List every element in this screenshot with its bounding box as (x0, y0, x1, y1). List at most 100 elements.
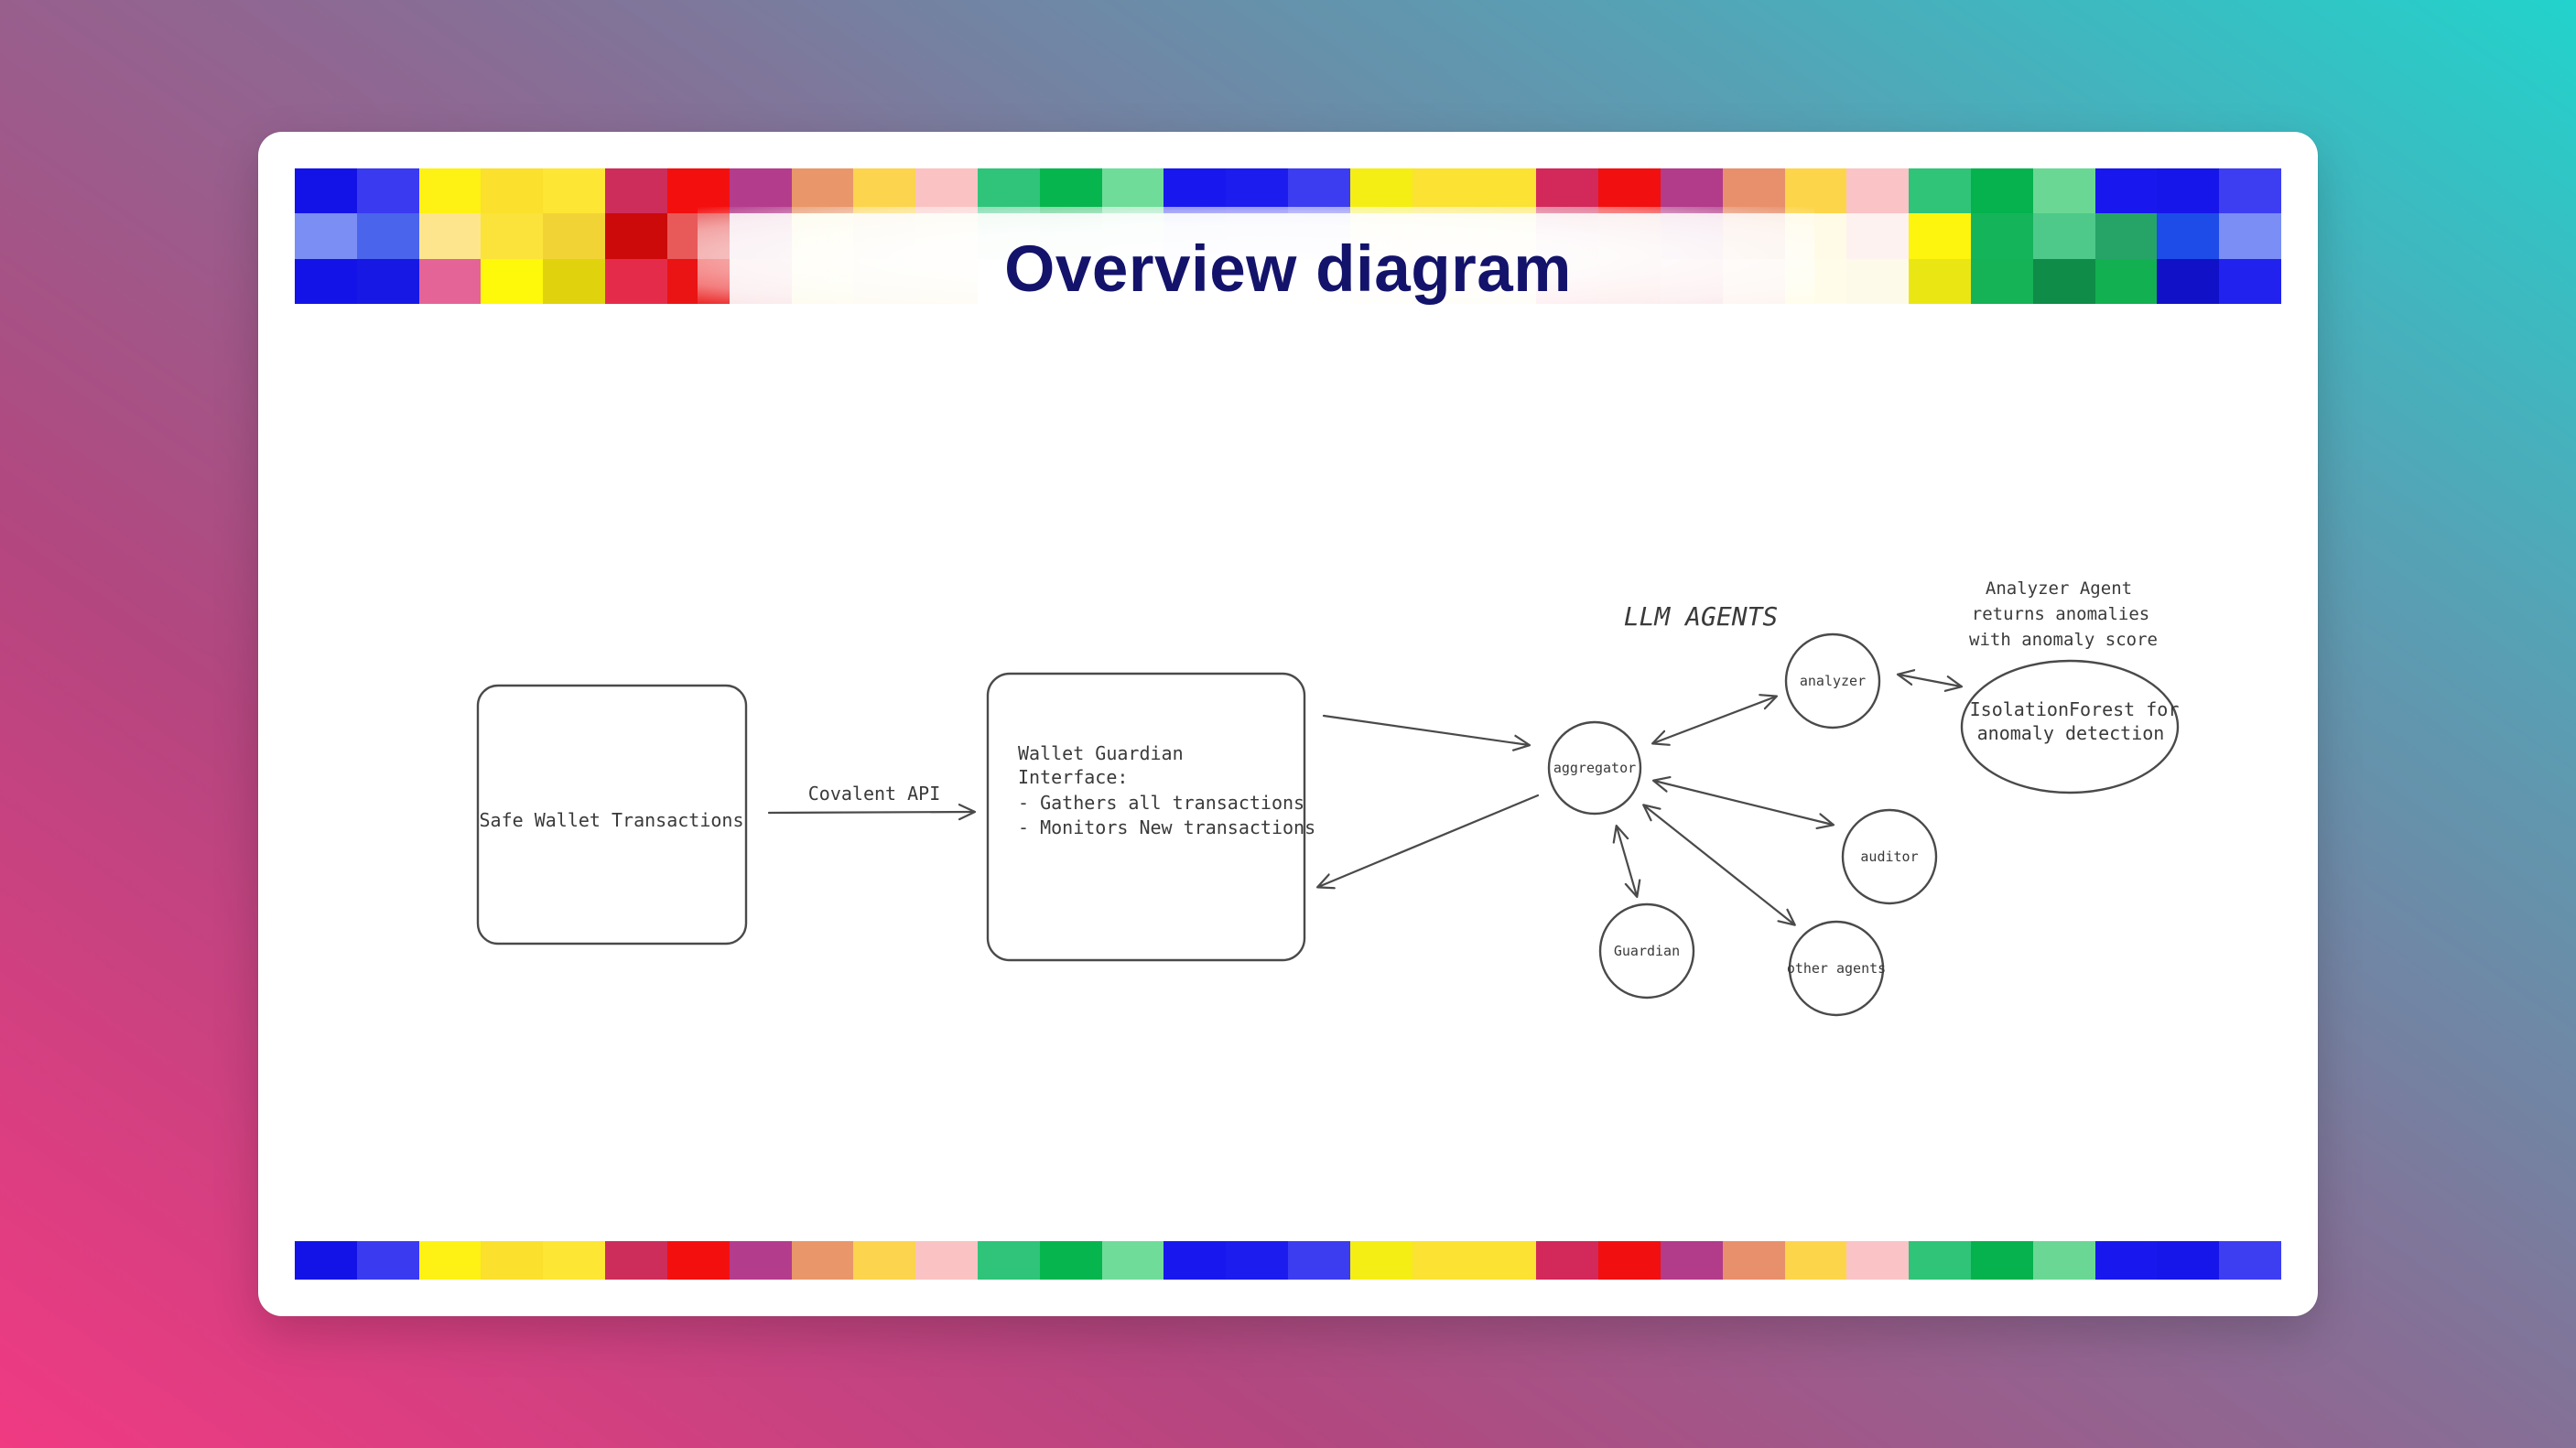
mosaic-tile (605, 213, 667, 259)
mosaic-tile (481, 168, 544, 214)
auditor-label: auditor (1860, 848, 1918, 865)
mosaic-tile (2219, 258, 2281, 304)
overview-diagram: Safe Wallet Transactions Covalent API Wa… (476, 578, 2180, 1017)
arrow-aggregator-analyzer (1653, 697, 1776, 743)
mosaic-tile (2157, 258, 2220, 304)
analyzer-note-line1: Analyzer Agent (1986, 578, 2132, 599)
mosaic-tile (2157, 168, 2220, 214)
mosaic-tile (543, 258, 606, 304)
mosaic-tile (1474, 168, 1537, 214)
aggregator-label: aggregator (1553, 760, 1636, 776)
mosaic-tile (481, 1241, 544, 1280)
mosaic-tile (2094, 1241, 2158, 1280)
mosaic-tile (481, 213, 544, 259)
mosaic-tile (791, 168, 854, 214)
mosaic-tile (1039, 168, 1102, 214)
other-agents-label: other agents (1787, 960, 1886, 977)
mosaic-tile (2032, 168, 2095, 214)
mosaic-tile (1970, 213, 2033, 259)
mosaic-tile (605, 1241, 667, 1280)
footer-color-mosaic (295, 1241, 2281, 1280)
mosaic-tile (356, 1241, 419, 1280)
mosaic-tile (295, 213, 357, 259)
isolation-forest-line2: anomaly detection (1977, 722, 2165, 744)
mosaic-tile (1536, 1241, 1599, 1280)
mosaic-tile (418, 258, 482, 304)
isolation-forest-line1: IsolationForest for (1970, 698, 2180, 720)
mosaic-tile (666, 1241, 730, 1280)
mosaic-tile (2032, 1241, 2095, 1280)
mosaic-tile (356, 258, 419, 304)
mosaic-tile (1039, 1241, 1102, 1280)
interface-bullet-monitors: - Monitors New transactions (1018, 816, 1315, 838)
mosaic-tile (1970, 258, 2033, 304)
wallet-guardian-interface-box (986, 672, 1306, 962)
mosaic-tile (1412, 168, 1475, 214)
mosaic-tile (543, 213, 606, 259)
interface-bullet-gathers: - Gathers all transactions (1018, 792, 1304, 814)
mosaic-tile (1846, 258, 1910, 304)
mosaic-tile (1349, 168, 1412, 214)
mosaic-tile (977, 1241, 1040, 1280)
mosaic-tile (1846, 168, 1910, 214)
mosaic-tile (1226, 1241, 1288, 1280)
arrow-aggregator-to-interface (1318, 794, 1540, 887)
guardian-label: Guardian (1614, 943, 1680, 959)
mosaic-tile (543, 168, 606, 214)
mosaic-tile (1288, 168, 1350, 214)
mosaic-tile (605, 258, 667, 304)
mosaic-tile (1288, 1241, 1350, 1280)
mosaic-tile (1909, 213, 1971, 259)
mosaic-tile (1474, 1241, 1537, 1280)
mosaic-tile (1784, 168, 1847, 214)
arrow-analyzer-isolationforest (1899, 675, 1961, 686)
mosaic-tile (2157, 1241, 2220, 1280)
analyzer-note-line3: with anomaly score (1969, 630, 2158, 650)
mosaic-tile (1722, 1241, 1785, 1280)
mosaic-tile (1598, 168, 1661, 214)
mosaic-tile (2094, 258, 2158, 304)
mosaic-tile (1412, 1241, 1475, 1280)
mosaic-tile (2219, 168, 2281, 214)
mosaic-tile (1970, 1241, 2033, 1280)
mosaic-tile (605, 168, 667, 214)
covalent-api-label: Covalent API (808, 783, 941, 805)
arrow-aggregator-guardian (1617, 827, 1637, 896)
mosaic-tile (791, 1241, 854, 1280)
mosaic-tile (977, 168, 1040, 214)
mosaic-tile (418, 213, 482, 259)
mosaic-tile (853, 1241, 916, 1280)
mosaic-tile (2094, 168, 2158, 214)
title-backdrop (698, 207, 1814, 308)
mosaic-tile (2032, 213, 2095, 259)
mosaic-tile (1164, 1241, 1227, 1280)
mosaic-tile (356, 213, 419, 259)
mosaic-tile (481, 258, 544, 304)
mosaic-tile (295, 1241, 357, 1280)
aggregator-node (1547, 720, 1642, 816)
safe-wallet-box (476, 684, 748, 946)
mosaic-tile (1722, 168, 1785, 214)
mosaic-tile (1660, 168, 1723, 214)
arrow-aggregator-auditor (1654, 781, 1833, 825)
analyzer-note-line2: returns anomalies (1972, 604, 2149, 624)
arrow-interface-to-aggregator (1322, 714, 1529, 745)
mosaic-tile (543, 1241, 606, 1280)
mosaic-tile (1909, 1241, 1971, 1280)
slide-title: Overview diagram (1004, 233, 1572, 306)
analyzer-label: analyzer (1800, 673, 1866, 689)
mosaic-tile (915, 1241, 978, 1280)
mosaic-tile (1101, 168, 1164, 214)
mosaic-tile (418, 168, 482, 214)
safe-wallet-label: Safe Wallet Transactions (480, 809, 744, 831)
mosaic-tile (729, 1241, 792, 1280)
mosaic-tile (418, 1241, 482, 1280)
mosaic-tile (915, 168, 978, 214)
mosaic-tile (1226, 168, 1288, 214)
mosaic-tile (1536, 168, 1599, 214)
mosaic-tile (666, 168, 730, 214)
mosaic-tile (1846, 1241, 1910, 1280)
mosaic-tile (1909, 168, 1971, 214)
llm-agents-label: LLM AGENTS (1624, 601, 1779, 632)
mosaic-tile (1660, 1241, 1723, 1280)
